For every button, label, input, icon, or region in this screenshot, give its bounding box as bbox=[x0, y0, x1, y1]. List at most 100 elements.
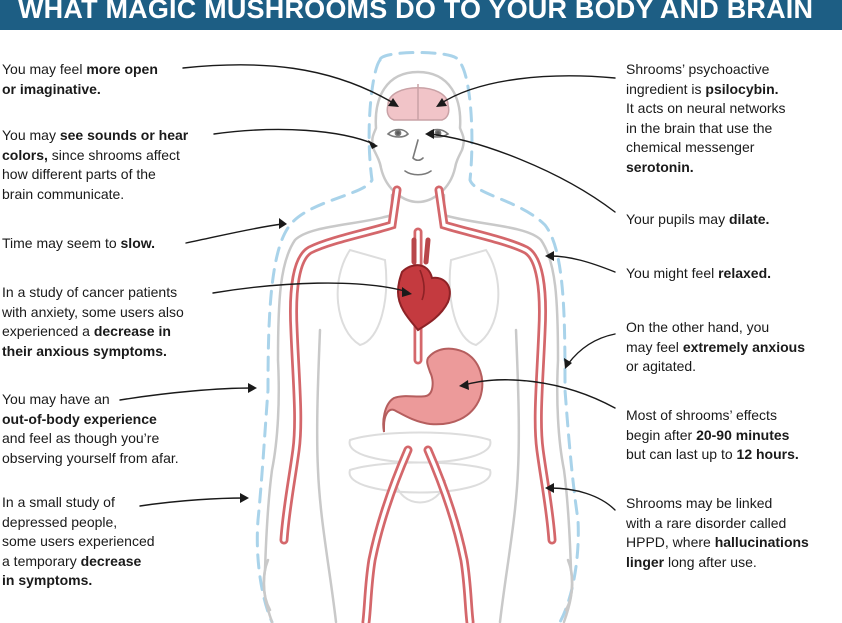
annotation-line: brain communicate. bbox=[2, 185, 217, 205]
annotation-line: observing yourself from afar. bbox=[2, 449, 217, 469]
annotation-pupils: Your pupils may dilate. bbox=[626, 210, 838, 230]
annotation-text: experienced a bbox=[2, 323, 94, 339]
annotation-text: On the other hand, you bbox=[626, 319, 770, 335]
mouth bbox=[404, 170, 432, 176]
annotation-bold-text: serotonin. bbox=[626, 158, 694, 175]
annotation-text: since shrooms affect bbox=[47, 146, 180, 163]
annotation-text: Shrooms’ psychoactive bbox=[626, 61, 770, 77]
annotation-text: You may feel bbox=[2, 61, 87, 77]
annotation-text: long after use. bbox=[664, 553, 757, 570]
annotation-line: ingredient is psilocybin. bbox=[626, 80, 838, 100]
annotation-bold-text: in symptoms. bbox=[2, 572, 93, 588]
annotation-bold-text: linger bbox=[626, 553, 665, 570]
annotation-bold-text: dilate. bbox=[728, 211, 770, 227]
annotation-line: It acts on neural networks bbox=[626, 99, 838, 119]
nose bbox=[412, 139, 424, 162]
annotation-line: with a rare disorder called bbox=[626, 514, 838, 534]
annotation-bold-text: 12 hours. bbox=[736, 446, 799, 462]
annotation-bold-text: or imaginative. bbox=[2, 80, 101, 97]
annotation-text: but can last up to bbox=[626, 446, 737, 462]
annotation-text: You may have an bbox=[2, 391, 110, 407]
annotation-line: may feel extremely anxious bbox=[626, 338, 838, 358]
body-aura bbox=[255, 51, 580, 623]
annotation-cancer-study: In a study of cancer patients with anxiet… bbox=[2, 283, 217, 361]
annotation-line: You may see sounds or hear bbox=[2, 126, 217, 146]
annotation-text: You may bbox=[2, 127, 60, 143]
annotation-line: their anxious symptoms. bbox=[2, 342, 217, 362]
annotation-text: You might feel bbox=[626, 265, 719, 281]
annotation-psilocybin: Shrooms’ psychoactive ingredient is psilo… bbox=[626, 60, 838, 177]
left-eye bbox=[386, 128, 410, 138]
annotation-bold-text: extremely anxious bbox=[682, 338, 805, 355]
body-illustration bbox=[119, 51, 616, 623]
annotation-hppd: Shrooms may be linked with a rare disorde… bbox=[626, 494, 838, 572]
annotation-line: some users experienced bbox=[2, 532, 182, 552]
annotation-line: You might feel relaxed. bbox=[626, 264, 838, 284]
annotation-line: with anxiety, some users also bbox=[2, 303, 217, 323]
annotation-text: In a small study of bbox=[2, 494, 115, 510]
annotation-timing: Most of shrooms’ effects begin after 20-9… bbox=[626, 406, 838, 465]
annotation-line: out-of-body experience bbox=[2, 410, 217, 430]
annotation-text: It acts on neural networks bbox=[626, 100, 786, 116]
annotation-line: but can last up to 12 hours. bbox=[626, 445, 838, 465]
annotation-text: begin after bbox=[626, 426, 697, 443]
annotation-text: Most of shrooms’ effects bbox=[626, 407, 777, 423]
annotation-line: linger long after use. bbox=[626, 553, 838, 573]
annotation-text: a temporary bbox=[2, 552, 81, 569]
head-outline bbox=[371, 70, 465, 204]
annotation-line: experienced a decrease in bbox=[2, 322, 217, 342]
annotation-bold-text: psilocybin. bbox=[705, 80, 779, 97]
annotation-bold-text: colors, bbox=[2, 146, 48, 163]
annotation-bold-text: hallucinations bbox=[714, 534, 809, 550]
annotation-text: some users experienced bbox=[2, 533, 155, 549]
annotation-line: Shrooms’ psychoactive bbox=[626, 60, 838, 80]
annotation-bold-text: decrease in bbox=[93, 323, 171, 339]
annotation-bold-text: relaxed. bbox=[718, 265, 772, 281]
annotation-line: a temporary decrease bbox=[2, 552, 182, 572]
annotation-bold-text: more open bbox=[86, 61, 158, 77]
annotation-text: may feel bbox=[626, 338, 683, 355]
annotation-line: colors, since shrooms affect bbox=[2, 146, 217, 166]
title-banner: WHAT MAGIC MUSHROOMS DO TO YOUR BODY AND… bbox=[0, 0, 842, 30]
annotation-line: and feel as though you’re bbox=[2, 429, 217, 449]
annotation-text: Shrooms may be linked bbox=[626, 495, 773, 511]
blood-vessels bbox=[279, 185, 557, 623]
annotation-line: or imaginative. bbox=[2, 80, 192, 100]
annotation-line: chemical messenger bbox=[626, 138, 838, 158]
annotation-text: In a study of cancer patients bbox=[2, 284, 178, 300]
annotation-text: depressed people, bbox=[2, 513, 118, 530]
annotation-text: observing yourself from afar. bbox=[2, 449, 179, 466]
annotation-anxious: On the other hand, you may feel extremely… bbox=[626, 318, 838, 377]
body-outline bbox=[262, 70, 574, 623]
annotation-line: In a small study of bbox=[2, 493, 182, 513]
annotation-relaxed: You might feel relaxed. bbox=[626, 264, 838, 284]
annotation-line: begin after 20-90 minutes bbox=[626, 426, 838, 446]
arrow-heads bbox=[240, 98, 572, 503]
annotation-line: On the other hand, you bbox=[626, 318, 838, 338]
annotation-bold-text: see sounds or hear bbox=[59, 127, 189, 143]
right-hand-outline bbox=[564, 558, 574, 612]
annotation-bold-text: 20-90 minutes bbox=[696, 426, 790, 443]
annotation-bold-text: their anxious symptoms. bbox=[2, 342, 167, 359]
annotation-line: in the brain that use the bbox=[626, 119, 838, 139]
annotation-text: with anxiety, some users also bbox=[2, 303, 184, 320]
heart bbox=[396, 237, 451, 332]
annotation-text: Time may seem to bbox=[2, 235, 121, 251]
annotation-text: Your pupils may bbox=[626, 211, 729, 227]
annotation-line: serotonin. bbox=[626, 158, 838, 178]
annotation-text: or agitated. bbox=[626, 358, 697, 374]
annotation-text: ingredient is bbox=[626, 80, 706, 97]
annotation-bold-text: slow. bbox=[120, 235, 156, 251]
annotation-line: how different parts of the bbox=[2, 165, 217, 185]
annotation-time-slow: Time may seem to slow. bbox=[2, 234, 192, 254]
annotation-depression-study: In a small study of depressed people, some… bbox=[2, 493, 182, 591]
annotation-line: You may feel more open bbox=[2, 60, 192, 80]
face bbox=[386, 128, 450, 176]
annotation-line: You may have an bbox=[2, 390, 217, 410]
annotation-text: how different parts of the bbox=[2, 166, 156, 182]
annotation-line: Most of shrooms’ effects bbox=[626, 406, 838, 426]
annotation-line: Time may seem to slow. bbox=[2, 234, 192, 254]
